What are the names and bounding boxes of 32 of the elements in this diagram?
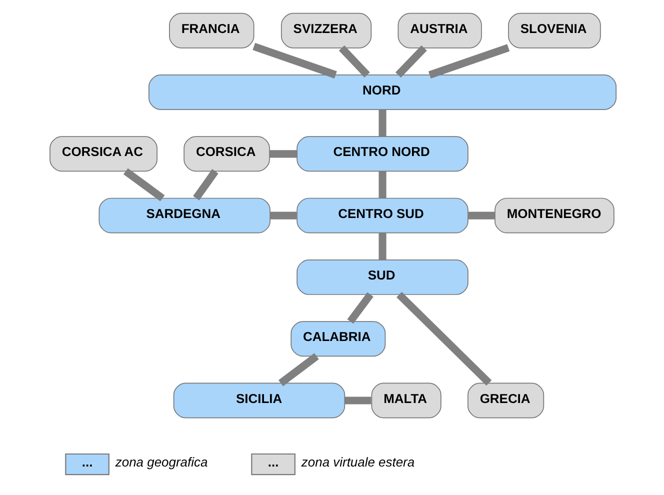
connector (378, 232, 386, 260)
label: ... (267, 454, 278, 470)
legend-label: zona geografica (114, 454, 208, 470)
node-box: MONTENEGRO (494, 197, 614, 233)
node-box: FRANCIA (168, 12, 254, 48)
node-box: SARDEGNA (98, 197, 270, 233)
connector (468, 211, 494, 219)
node-box: GRECIA (467, 382, 544, 418)
connector (192, 168, 218, 200)
node-box: CORSICA (183, 136, 270, 172)
connector (252, 42, 336, 78)
connector (396, 291, 492, 386)
node-box: SLOVENIA (508, 12, 600, 48)
node-box: CENTRO NORD (296, 136, 468, 172)
legend-label: zona virtuale estera (300, 454, 414, 470)
node-box: SVIZZERA (280, 12, 372, 48)
connector (428, 44, 510, 78)
connector (346, 292, 373, 324)
node-box: CENTRO SUD (296, 197, 468, 233)
node-box: CORSICA AC (49, 136, 157, 172)
node-box: CALABRIA (290, 320, 386, 356)
node-box: SICILIA (172, 382, 345, 418)
connector (378, 109, 386, 136)
node-box: MALTA (370, 382, 441, 418)
label: ... (81, 454, 92, 470)
node-box: NORD (148, 74, 616, 110)
connector (378, 170, 386, 198)
node-box: AUSTRIA (397, 12, 482, 48)
connector (269, 150, 296, 158)
connector (344, 396, 371, 404)
connector (270, 211, 296, 219)
node-box: SUD (296, 258, 468, 294)
